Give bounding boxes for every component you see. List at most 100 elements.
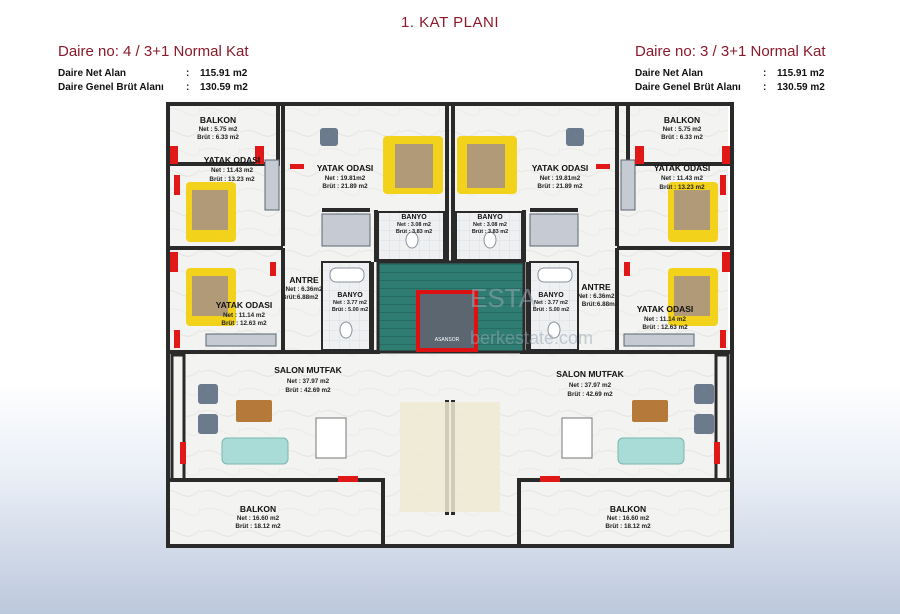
- room-r-banyo2: BANYO Net : 3.77 m2 Brüt : 5.00 m2: [533, 292, 569, 313]
- room-net: Net : 37.97 m2: [287, 378, 330, 385]
- sofas: [221, 437, 685, 465]
- room-net: Net : 11.43 m2: [661, 175, 704, 182]
- room-net: Net : 11.43 m2: [211, 167, 254, 174]
- room-r-balkon-bottom: BALKON Net : 16.60 m2 Brüt : 18.12 m2: [605, 504, 651, 530]
- bed-right-1: [668, 182, 718, 242]
- room-name: SALON MUTFAK: [274, 365, 342, 375]
- room-r-yatak2: YATAK ODASI Net : 11.14 m2 Brüt : 12.63 …: [637, 304, 694, 331]
- room-name: SALON MUTFAK: [556, 369, 624, 379]
- plan-title: 1. KAT PLANI: [401, 14, 499, 31]
- room-l-yatak1: YATAK ODASI Net : 11.43 m2 Brüt : 13.23 …: [204, 155, 261, 183]
- left-unit-heading: Daire no: 4 / 3+1 Normal Kat: [58, 43, 249, 60]
- bed-master-right: [457, 136, 517, 194]
- room-r-balkon-top: BALKON Net : 5.75 m2 Brüt : 6.33 m2: [661, 115, 703, 141]
- room-brut: Brüt : 21.89 m2: [537, 183, 583, 190]
- room-brut: Brüt : 18.12 m2: [235, 523, 281, 530]
- right-unit-info: Daire Net Alan : 115.91 m2 Daire Genel B…: [635, 68, 825, 93]
- dining-sets: [315, 417, 593, 459]
- left-gross-colon: :: [186, 82, 190, 93]
- room-net: Net : 37.97 m2: [569, 382, 612, 389]
- room-brut: Brüt : 3.83 m2: [396, 229, 432, 235]
- room-brut: Brüt : 13.23 m2: [209, 176, 255, 183]
- bed-left-1: [186, 182, 236, 242]
- room-net: Net : 6.36m2: [577, 293, 615, 300]
- door-markers: [170, 146, 730, 482]
- room-brut: Brüt : 18.12 m2: [605, 523, 651, 530]
- room-name: YATAK ODASI: [532, 163, 589, 173]
- bed-master-left: [383, 136, 443, 194]
- right-net-area-row: Daire Net Alan : 115.91 m2: [635, 68, 825, 79]
- stair-core: [376, 260, 526, 354]
- room-net: Net : 11.14 m2: [644, 316, 687, 323]
- watermark-brand: ESTA: [470, 283, 537, 313]
- room-l-balkon-bottom: BALKON Net : 16.60 m2 Brüt : 18.12 m2: [235, 504, 281, 530]
- room-brut: Brüt : 6.33 m2: [661, 134, 703, 141]
- room-name: BALKON: [664, 115, 700, 125]
- coffee-tables: [236, 400, 668, 422]
- right-gross-area-row: Daire Genel Brüt Alanı : 130.59 m2: [635, 82, 825, 93]
- room-net: Net : 3.08 m2: [473, 222, 507, 228]
- room-name: YATAK ODASI: [654, 163, 711, 173]
- left-net-colon: :: [186, 68, 190, 79]
- room-brut: Brüt : 5.00 m2: [533, 307, 569, 313]
- left-gross-area-label: Daire Genel Brüt Alanı: [58, 82, 164, 93]
- right-net-area-value: 115.91 m2: [777, 68, 825, 79]
- room-net: Net : 3.77 m2: [534, 300, 568, 306]
- bed-right-2: [668, 268, 718, 326]
- left-net-area-value: 115.91 m2: [200, 68, 248, 79]
- room-brut: Brüt:6.88m2: [582, 301, 619, 308]
- room-brut: Brüt:6.88m2: [282, 294, 319, 301]
- elevator-label: ASANSOR: [435, 337, 460, 343]
- left-gross-area-row: Daire Genel Brüt Alanı : 130.59 m2: [58, 82, 248, 93]
- room-net: Net : 16.60 m2: [607, 515, 650, 522]
- room-name: BALKON: [200, 115, 236, 125]
- right-net-area-label: Daire Net Alan: [635, 68, 703, 79]
- room-brut: Brüt : 42.69 m2: [567, 391, 613, 398]
- room-net: Net : 3.08 m2: [397, 222, 431, 228]
- left-net-area-row: Daire Net Alan : 115.91 m2: [58, 68, 248, 79]
- room-brut: Brüt : 12.63 m2: [642, 324, 688, 331]
- room-name: BANYO: [337, 292, 363, 299]
- room-net: Net : 19.81m2: [325, 175, 366, 182]
- room-name: YATAK ODASI: [204, 155, 261, 165]
- watermark-site: berkestate.com: [470, 328, 593, 348]
- room-l-yatak-master: YATAK ODASI Net : 19.81m2 Brüt : 21.89 m…: [317, 163, 374, 190]
- left-gross-area-value: 130.59 m2: [200, 82, 248, 93]
- room-r-banyo-top: BANYO Net : 3.08 m2 Brüt : 3.83 m2: [472, 214, 508, 235]
- armchairs: [198, 128, 714, 434]
- room-brut: Brüt : 12.63 m2: [221, 320, 267, 327]
- room-r-yatak1: YATAK ODASI Net : 11.43 m2 Brüt : 13.23 …: [654, 163, 711, 191]
- room-net: Net : 3.77 m2: [333, 300, 367, 306]
- right-net-colon: :: [763, 68, 767, 79]
- room-name: BANYO: [538, 292, 564, 299]
- room-brut: Brüt : 5.00 m2: [332, 307, 368, 313]
- room-name: YATAK ODASI: [637, 304, 694, 314]
- room-brut: Brüt : 13.23 m2: [659, 184, 705, 191]
- left-unit-info: Daire Net Alan : 115.91 m2 Daire Genel B…: [58, 68, 248, 93]
- room-net: Net : 5.75 m2: [199, 126, 238, 133]
- room-net: Net : 11.14 m2: [223, 312, 266, 319]
- room-name: BALKON: [240, 504, 276, 514]
- left-wing-outline: [166, 102, 385, 548]
- bed-left-2: [186, 268, 236, 326]
- room-brut: Brüt : 6.33 m2: [197, 134, 239, 141]
- room-name: BALKON: [610, 504, 646, 514]
- room-brut: Brüt : 42.69 m2: [285, 387, 331, 394]
- room-net: Net : 16.60 m2: [237, 515, 280, 522]
- room-l-salon: SALON MUTFAK Net : 37.97 m2 Brüt : 42.69…: [274, 365, 342, 394]
- room-name: ANTRE: [581, 282, 611, 292]
- room-l-antre: ANTRE Net : 6.36m2 Brüt:6.88m2: [282, 275, 323, 301]
- room-l-yatak2: YATAK ODASI Net : 11.14 m2 Brüt : 12.63 …: [216, 300, 273, 327]
- room-net: Net : 6.36m2: [285, 286, 323, 293]
- room-r-yatak-master: YATAK ODASI Net : 19.81m2 Brüt : 21.89 m…: [532, 163, 589, 190]
- room-brut: Brüt : 3.83 m2: [472, 229, 508, 235]
- room-brut: Brüt : 21.89 m2: [322, 183, 368, 190]
- room-name: YATAK ODASI: [317, 163, 374, 173]
- central-corridor: [400, 402, 500, 512]
- room-r-antre: ANTRE Net : 6.36m2 Brüt:6.88m2: [577, 282, 618, 308]
- room-l-balkon-top: BALKON Net : 5.75 m2 Brüt : 6.33 m2: [197, 115, 239, 141]
- right-unit-heading: Daire no: 3 / 3+1 Normal Kat: [635, 43, 826, 60]
- right-gross-colon: :: [763, 82, 767, 93]
- room-name: ANTRE: [289, 275, 319, 285]
